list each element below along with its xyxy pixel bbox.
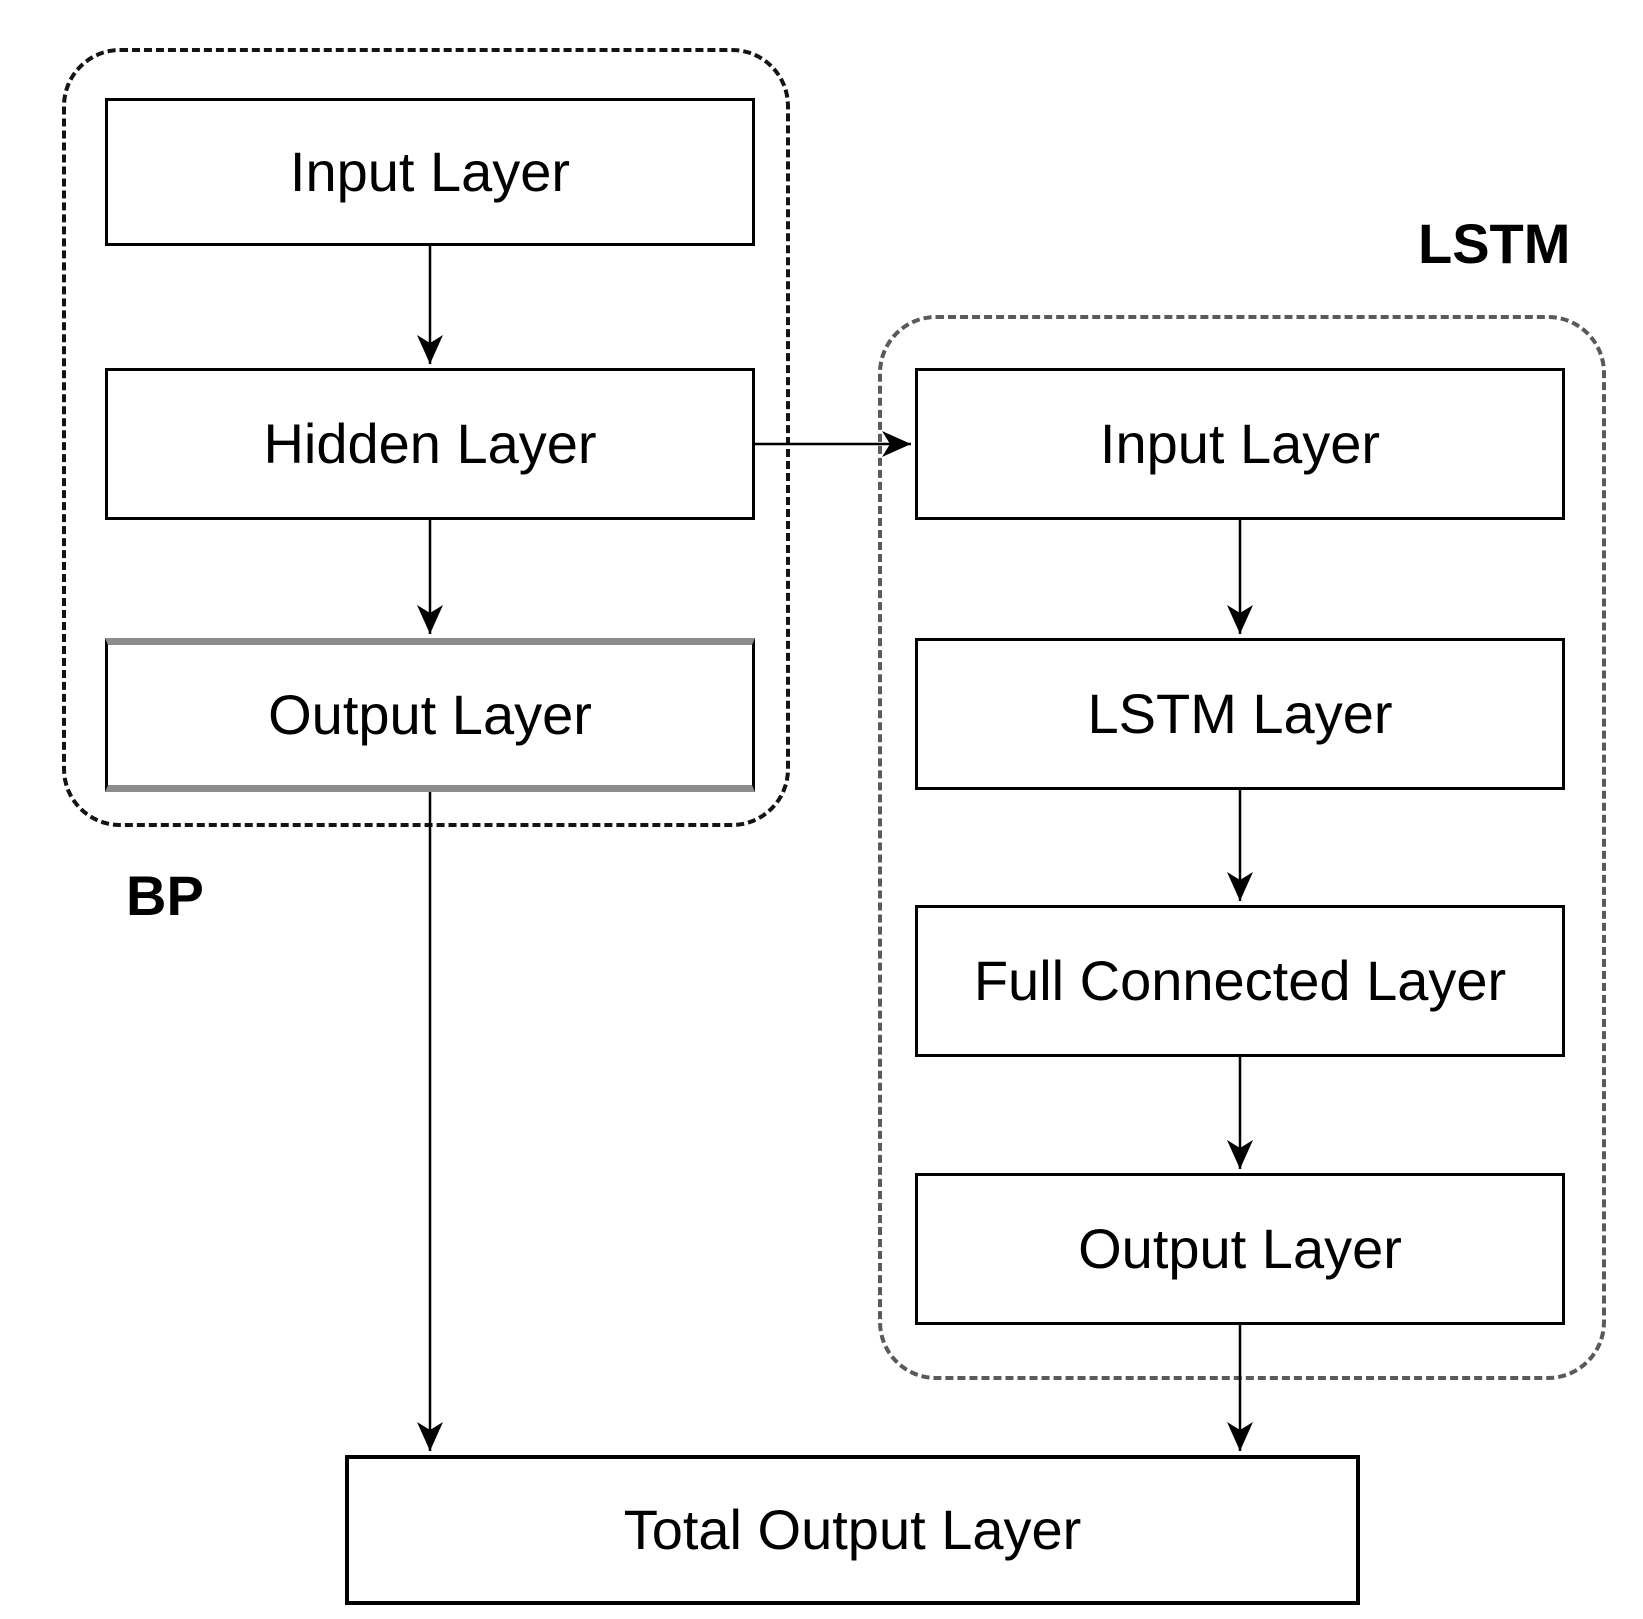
total-output-layer-node: Total Output Layer	[345, 1455, 1360, 1605]
lstm-input-layer-node: Input Layer	[915, 368, 1565, 520]
lstm-output-layer-node: Output Layer	[915, 1173, 1565, 1325]
lstm-full-connected-layer-node: Full Connected Layer	[915, 905, 1565, 1057]
lstm-group-box	[878, 315, 1606, 1380]
bp-group-label: BP	[126, 864, 204, 927]
bp-input-layer-node: Input Layer	[105, 98, 755, 246]
bp-group-box	[62, 48, 790, 827]
lstm-lstm-layer-node: LSTM Layer	[915, 638, 1565, 790]
lstm-group-label: LSTM	[1418, 212, 1571, 275]
bp-hidden-layer-node: Hidden Layer	[105, 368, 755, 520]
bp-output-layer-node: Output Layer	[105, 638, 755, 792]
